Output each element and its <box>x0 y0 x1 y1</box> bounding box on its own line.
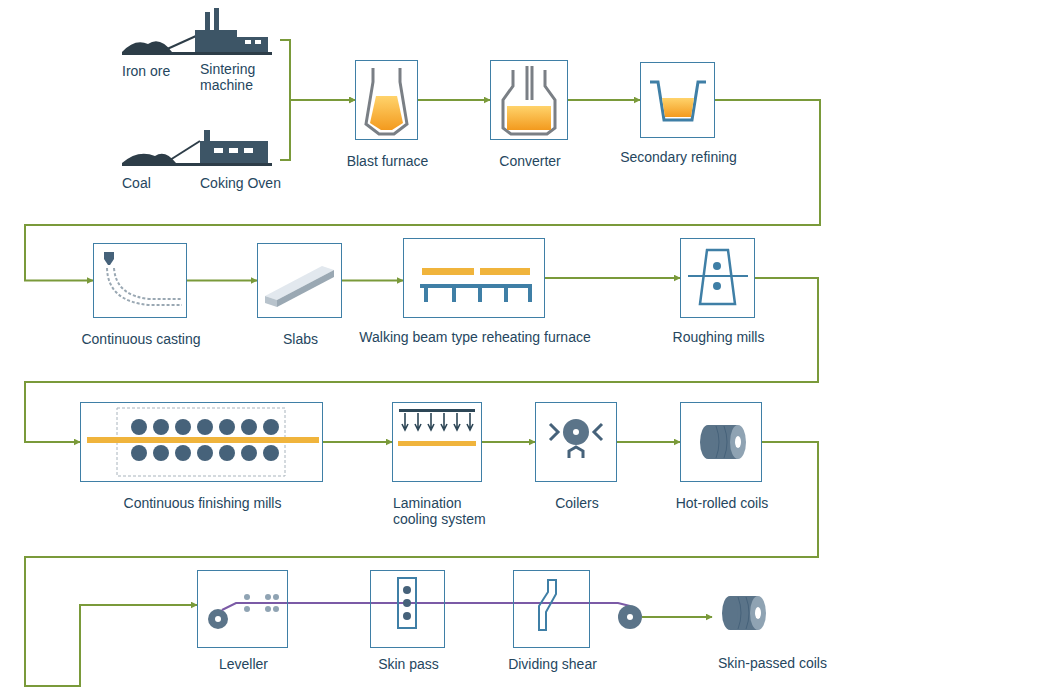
flow-arrow <box>280 100 355 160</box>
flow-arrow <box>642 616 712 618</box>
flow-arrow <box>25 100 820 281</box>
coking-plant-icon <box>122 130 272 166</box>
mill-roll <box>175 445 191 461</box>
spray-arrow <box>441 413 447 430</box>
process-box: Blast furnace <box>355 60 418 140</box>
process-label: Coal <box>122 175 151 191</box>
process-label: Slabs <box>283 331 318 347</box>
roughing-stand-icon <box>688 250 748 304</box>
flow-arrow <box>25 278 818 442</box>
mill-roll <box>175 419 191 435</box>
flow-arrow <box>418 99 490 101</box>
flow-arrow <box>545 277 680 279</box>
process-label: Skin pass <box>378 656 439 672</box>
flow-arrow <box>280 40 355 100</box>
process-box: Slabs <box>257 243 342 318</box>
spray-arrow <box>467 413 473 430</box>
process-label: Leveller <box>219 656 268 672</box>
coiler-icon <box>550 419 602 458</box>
process-label: Continuous finishing mills <box>124 495 282 511</box>
process-box: Continuous casting <box>93 243 187 318</box>
mill-roll <box>263 445 279 461</box>
cooling-header-icon <box>398 409 476 446</box>
flow-arrow <box>342 280 403 282</box>
process-label: Skin-passed coils <box>718 655 827 671</box>
strip-line <box>208 578 642 630</box>
mill-roll <box>197 445 213 461</box>
process-box: Secondary refining <box>640 62 715 138</box>
flow-arrow <box>187 280 257 282</box>
process-label: Secondary refining <box>620 149 737 165</box>
mill-roll <box>219 445 235 461</box>
mill-roll <box>153 419 169 435</box>
mill-roll <box>263 419 279 435</box>
mill-roll <box>153 445 169 461</box>
raw-material-group: Coal Coking Oven <box>118 125 280 195</box>
mill-roll <box>131 445 147 461</box>
process-label: Iron ore <box>122 63 170 79</box>
slab-icon <box>265 266 334 307</box>
strip-path <box>445 602 513 604</box>
process-box: Leveller <box>197 570 288 648</box>
mill-roll <box>197 419 213 435</box>
process-label: Walking beam type reheating furnace <box>359 329 590 345</box>
process-label: Sintering machine <box>200 61 272 93</box>
process-box: Coilers <box>535 402 617 482</box>
process-box: Lamination cooling system <box>392 402 482 482</box>
mill-roll <box>241 445 257 461</box>
process-label: Roughing mills <box>673 329 765 345</box>
flow-arrow <box>568 99 640 101</box>
blast-furnace-icon <box>366 68 407 134</box>
coil-icon <box>722 596 766 630</box>
flow-arrow <box>323 441 392 443</box>
raw-material-group: Iron ore Sintering machine <box>118 5 280 97</box>
flow-arrow <box>25 442 818 686</box>
process-box: Roughing mills <box>680 238 755 318</box>
process-label: Lamination cooling system <box>393 495 493 527</box>
mill-roll <box>241 419 257 435</box>
mill-roll <box>131 419 147 435</box>
flow-arrow <box>617 441 680 443</box>
mill-roll <box>219 419 235 435</box>
sintering-plant-icon <box>122 8 272 55</box>
process-label: Hot-rolled coils <box>676 495 769 511</box>
ladle-icon <box>650 82 706 120</box>
flow-arrow <box>482 441 535 443</box>
spray-arrow <box>428 413 434 430</box>
spray-arrow <box>415 413 421 430</box>
process-box: Skin pass <box>370 570 445 648</box>
process-label: Coking Oven <box>200 175 281 191</box>
spray-arrow <box>402 413 408 430</box>
caster-icon <box>104 252 182 305</box>
strip-path <box>288 602 370 604</box>
process-label: Continuous casting <box>81 331 200 347</box>
walking-beam-icon <box>420 268 532 302</box>
coil-icon <box>700 425 746 459</box>
process-label: Converter <box>499 153 560 169</box>
process-box: Dividing shear <box>513 570 590 648</box>
process-label: Dividing shear <box>508 656 597 672</box>
process-box: Converter <box>490 60 568 140</box>
process-box: Walking beam type reheating furnace <box>403 238 545 318</box>
converter-icon <box>503 66 555 134</box>
finishing-mill-icon <box>87 408 319 476</box>
process-label: Blast furnace <box>347 153 429 169</box>
process-box: Continuous finishing mills <box>80 402 323 482</box>
process-box: Hot-rolled coils <box>680 402 762 482</box>
process-label: Coilers <box>555 495 599 511</box>
raw-material-group: Skin-passed coils <box>712 585 788 641</box>
spray-arrow <box>454 413 460 430</box>
